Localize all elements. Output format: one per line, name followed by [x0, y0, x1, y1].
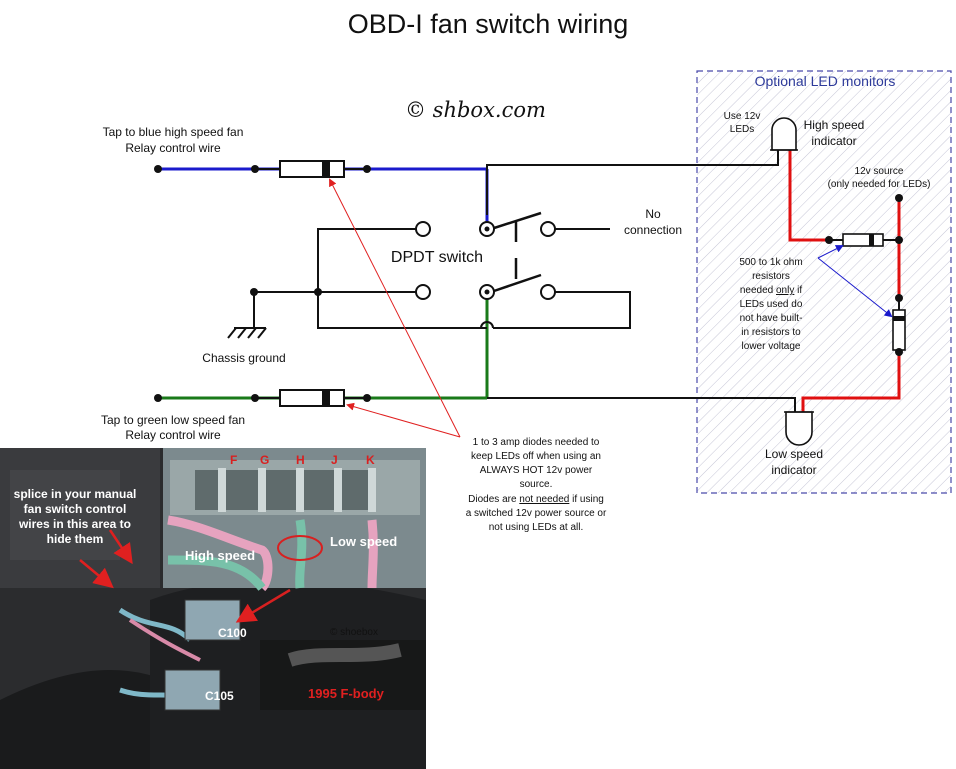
- pin-label-j: J: [331, 453, 338, 467]
- green-wire: [158, 292, 489, 400]
- svg-text:needed only if: needed only if: [740, 285, 803, 296]
- svg-text:not have built-: not have built-: [740, 313, 803, 324]
- led-low-speed: [784, 411, 814, 446]
- green-tap-label-1: Tap to green low speed fan: [101, 413, 245, 427]
- high-indicator-label-2: indicator: [811, 134, 856, 148]
- optional-led-label: Optional LED monitors: [755, 73, 896, 89]
- photo-low-speed: Low speed: [330, 534, 397, 549]
- splice-note-4: hide them: [47, 532, 104, 546]
- svg-text:not using LEDs at all.: not using LEDs at all.: [489, 522, 584, 533]
- switch-label: DPDT switch: [391, 249, 483, 266]
- pin-label-f: F: [230, 453, 237, 467]
- optional-led-region: [696, 70, 952, 494]
- black-wires: [227, 150, 796, 412]
- svg-text:LEDs used do: LEDs used do: [740, 299, 803, 310]
- ground-label: Chassis ground: [202, 351, 285, 365]
- resistor-vertical: [892, 309, 906, 351]
- engine-photo: [0, 448, 426, 769]
- pin-label-g: G: [260, 453, 269, 467]
- red-wire: [788, 150, 901, 412]
- splice-note-3: wires in this area to: [18, 517, 131, 531]
- photo-text: splice in your manual fan switch control…: [14, 453, 398, 703]
- svg-text:ALWAYS HOT 12v power: ALWAYS HOT 12v power: [480, 465, 593, 476]
- source-label-1: 12v source: [855, 166, 904, 177]
- high-indicator-label-1: High speed: [804, 118, 865, 132]
- led-junction-dots: [825, 194, 903, 356]
- diode-pointers: [329, 178, 461, 438]
- blue-tap-label-1: Tap to blue high speed fan: [103, 125, 244, 139]
- resistor-pointers: [817, 245, 893, 318]
- resistor-horizontal: [842, 233, 884, 247]
- photo-copyright: © shoebox: [330, 627, 378, 638]
- photo-body-label: 1995 F-body: [308, 686, 385, 701]
- page-title: OBD-I fan switch wiring: [348, 9, 629, 39]
- pin-label-k: K: [366, 453, 375, 467]
- c105-label: C105: [205, 689, 234, 703]
- led-high-speed: [770, 117, 798, 151]
- svg-text:lower voltage: lower voltage: [742, 341, 801, 352]
- switch-terminals: [415, 221, 556, 300]
- switch-blades: [490, 211, 542, 294]
- svg-text:in resistors to: in resistors to: [741, 327, 801, 338]
- diode-note: 1 to 3 amp diodes needed to keep LEDs of…: [466, 437, 607, 533]
- use-12v-label-1: Use 12v: [724, 111, 761, 122]
- source-label-2: (only needed for LEDs): [828, 179, 931, 190]
- svg-text:source.: source.: [520, 479, 553, 490]
- copyright-text: © shbox.com: [405, 98, 546, 122]
- svg-text:resistors: resistors: [752, 271, 790, 282]
- c100-label: C100: [218, 626, 247, 640]
- resistor-note: 500 to 1k ohm resistors needed only if L…: [739, 257, 803, 352]
- pin-label-h: H: [296, 453, 305, 467]
- svg-text:500 to 1k ohm: 500 to 1k ohm: [739, 257, 802, 268]
- photo-high-speed: High speed: [185, 548, 255, 563]
- no-connection-label-1: No: [645, 207, 661, 221]
- use-12v-label-2: LEDs: [730, 124, 754, 135]
- svg-text:1 to 3 amp diodes needed to: 1 to 3 amp diodes needed to: [473, 437, 600, 448]
- svg-text:Diodes are not needed if using: Diodes are not needed if using: [468, 494, 604, 505]
- green-tap-label-2: Relay control wire: [125, 428, 221, 442]
- diode-low: [279, 389, 345, 407]
- diode-high: [279, 160, 345, 178]
- no-connection-label-2: connection: [624, 223, 682, 237]
- splice-note-2: fan switch control: [24, 502, 127, 516]
- blue-tap-label-2: Relay control wire: [125, 141, 221, 155]
- splice-note-1: splice in your manual: [14, 487, 137, 501]
- low-indicator-label-1: Low speed: [765, 447, 823, 461]
- svg-text:a switched 12v power source or: a switched 12v power source or: [466, 508, 607, 519]
- low-indicator-label-2: indicator: [771, 463, 816, 477]
- junction-dots: [154, 165, 371, 402]
- svg-text:keep LEDs off when using an: keep LEDs off when using an: [471, 451, 601, 462]
